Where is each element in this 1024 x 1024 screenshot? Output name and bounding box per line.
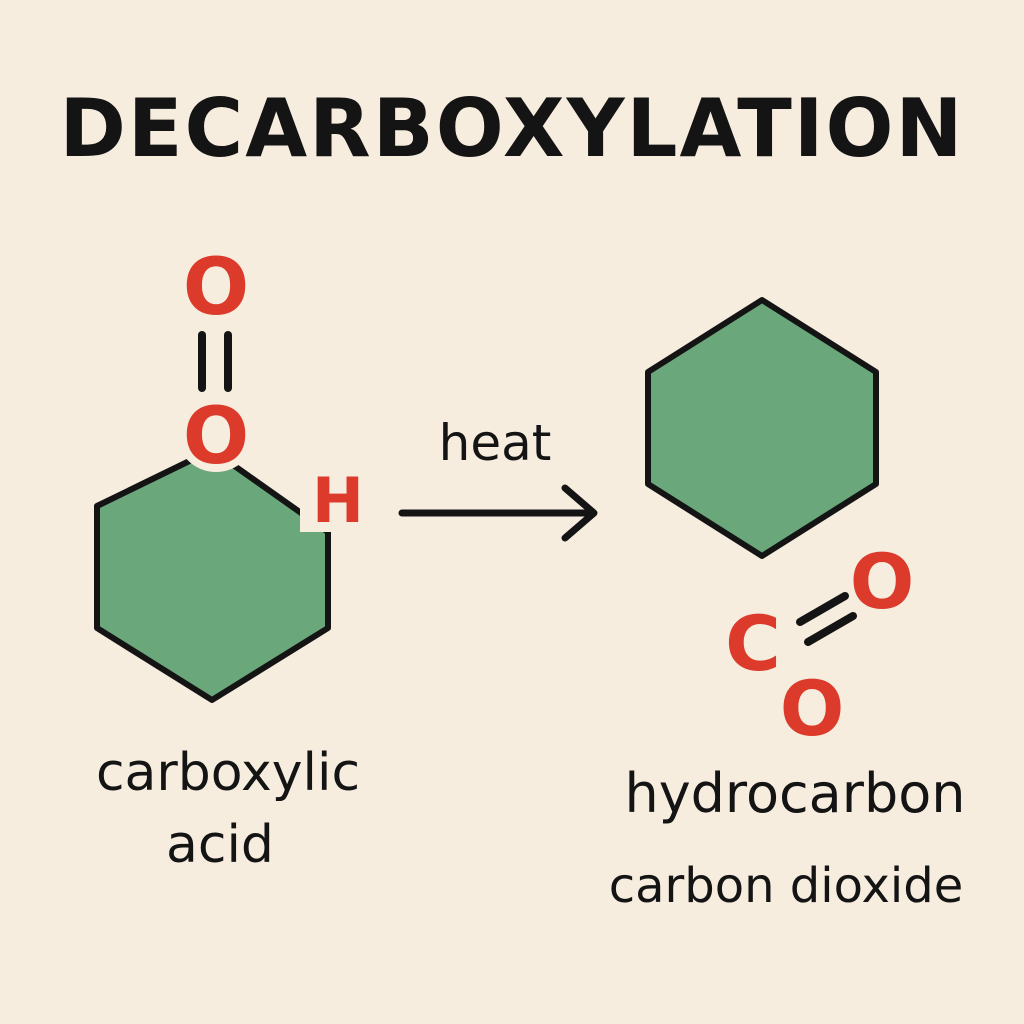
reactant-label-line1: carboxylic bbox=[96, 743, 360, 803]
co2-carbon: C bbox=[725, 599, 781, 688]
reactant-ring bbox=[94, 447, 331, 703]
co2-bond-lower bbox=[804, 612, 857, 646]
co2-oxygen-upper: O bbox=[850, 537, 915, 626]
atom-hydrogen: H bbox=[312, 464, 364, 537]
hydrogen-backdrop bbox=[300, 468, 356, 532]
product-ring bbox=[645, 297, 879, 559]
reaction-arrow-head bbox=[561, 484, 598, 542]
product-label-hydrocarbon: hydrocarbon bbox=[624, 762, 965, 825]
diagram-title: DECARBOXYLATION bbox=[60, 82, 965, 175]
ring-oxygen-backdrop bbox=[176, 392, 256, 472]
reactant-label-line2: acid bbox=[166, 815, 274, 875]
co2-oxygen-lower: O bbox=[780, 664, 845, 753]
arrow-label-heat: heat bbox=[439, 414, 552, 472]
atom-oxygen-ring: O bbox=[183, 392, 249, 482]
product-label-co2: carbon dioxide bbox=[609, 858, 964, 914]
co2-bond-upper bbox=[796, 592, 849, 626]
atom-oxygen-top: O bbox=[183, 243, 249, 333]
